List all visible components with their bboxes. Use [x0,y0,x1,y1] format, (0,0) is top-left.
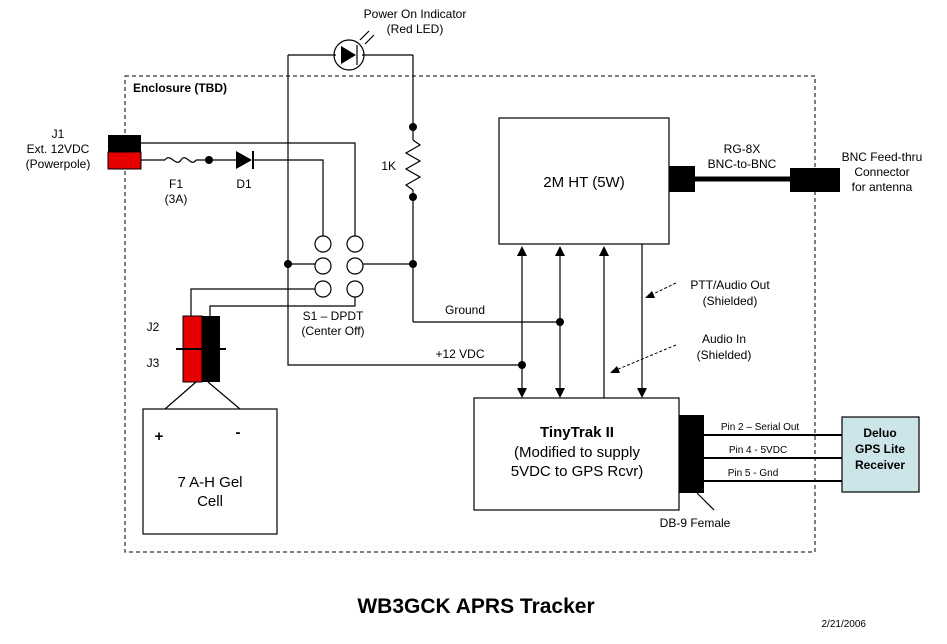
j2-label: J2 [147,320,160,334]
ptt-label: PTT/Audio Out [690,278,770,292]
coax-label: RG-8X [724,142,761,156]
resistor-label: 1K [381,159,396,173]
gps-cable [704,434,842,482]
fuse-icon [164,157,197,163]
pin-label: Pin 2 – Serial Out [721,422,800,433]
tinytrak-name: TinyTrak II [540,424,614,441]
ht-tinytrak-links [517,244,647,398]
switch-label: S1 – DPDT [303,309,364,323]
led-label: Power On Indicator [364,7,467,21]
j1-red-half [107,151,142,170]
coax-sublabel: BNC-to-BNC [708,157,777,171]
ht-label: 2M HT (5W) [543,174,624,191]
diagram-date: 2/21/2006 [822,619,867,630]
resistor-icon [404,139,422,191]
audio-in-sublabel: (Shielded) [697,348,752,362]
j1-sublabel-2: (Powerpole) [26,157,91,171]
battery-label: 7 A-H Gel [177,474,242,491]
led-icon [288,30,413,71]
switch-sublabel: (Center Off) [301,324,364,338]
ptt-sublabel: (Shielded) [703,294,758,308]
coax-cable [669,166,840,192]
j1-connector [107,135,142,170]
diagram-title: WB3GCK APRS Tracker [357,595,594,618]
ground-label: Ground [445,303,485,317]
tinytrak-note: (Modified to supply [514,444,640,461]
audio-in-label: Audio In [702,332,746,346]
gps-label: Deluo [863,426,896,440]
j1-sublabel: Ext. 12VDC [27,142,90,156]
junction-dot [409,193,417,201]
junction-dot [205,156,213,164]
diode-icon [236,151,254,169]
battery-sublabel: Cell [197,493,223,510]
db9-connector [679,415,704,493]
j3-label: J3 [147,356,160,370]
led-sublabel: (Red LED) [387,22,444,36]
callout-arrows [610,282,677,373]
gps-box [841,416,920,493]
bnc-label: BNC Feed-thru [842,150,923,164]
v12-label: +12 VDC [435,347,484,361]
bnc-sublabel: Connector [854,165,909,179]
enclosure-boundary [124,75,816,553]
j1-label: J1 [52,127,65,141]
fuse-rating: (3A) [165,192,188,206]
gps-sublabel: GPS Lite [855,442,905,456]
battery-plus: + [155,428,164,445]
pin-label: Pin 5 - Gnd [728,468,779,479]
pin-label: Pin 4 - 5VDC [729,445,787,456]
switch-icon [314,235,364,298]
gps-sublabel-2: Receiver [855,458,905,472]
diode-label: D1 [236,177,252,191]
battery-minus: - [236,424,241,441]
db9-label: DB-9 Female [660,516,731,530]
tinytrak-note-2: 5VDC to GPS Rcvr) [511,463,644,480]
junction-dot [409,123,417,131]
enclosure-label: Enclosure (TBD) [133,81,227,95]
j2-j3-connector [176,315,226,383]
fuse-label: F1 [169,177,183,191]
bnc-sublabel-2: for antenna [852,180,913,194]
battery-box [142,408,278,535]
